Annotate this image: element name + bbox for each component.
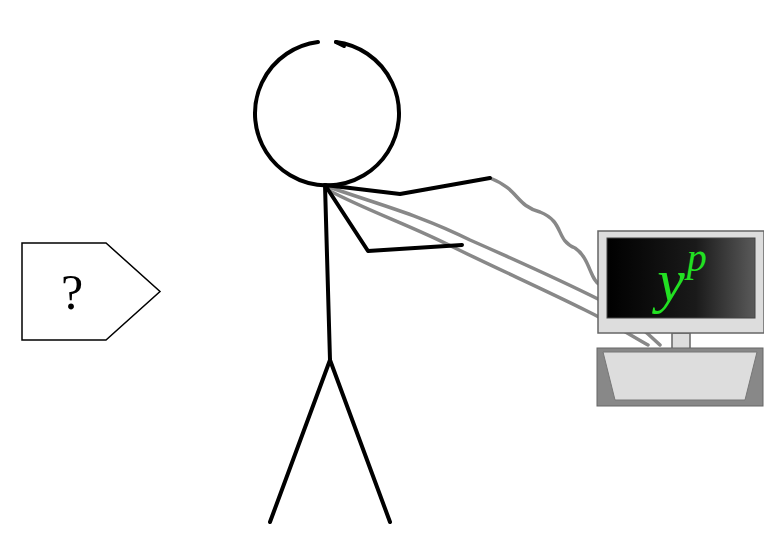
- figure-body: [325, 185, 330, 360]
- computer-base: [597, 333, 763, 406]
- pentagon-outline: [22, 243, 160, 340]
- figure-arm: [325, 185, 462, 251]
- node-outline: [20, 241, 162, 342]
- figure-leg: [330, 360, 390, 522]
- stick-figure: [255, 42, 490, 522]
- node-text-group: yp: [609, 240, 755, 320]
- node-text-group: ?: [24, 245, 120, 338]
- keyboard-top: [603, 352, 757, 400]
- figure-leg: [270, 360, 330, 522]
- superscript-text: p: [687, 238, 707, 278]
- monitor-frame: [598, 231, 764, 333]
- node-text: y: [657, 249, 685, 311]
- node-text: ?: [61, 267, 83, 317]
- monitor-screen: [607, 238, 755, 318]
- computer-monitor: yp: [597, 230, 764, 334]
- keyboard-base: [597, 348, 763, 406]
- figure-head: [255, 42, 399, 185]
- pentagon-arrow-box: ?: [20, 241, 162, 342]
- figure-arm: [325, 178, 490, 194]
- figure-head: [336, 42, 344, 46]
- monitor-stand: [672, 333, 690, 349]
- cable-wire: [490, 178, 600, 285]
